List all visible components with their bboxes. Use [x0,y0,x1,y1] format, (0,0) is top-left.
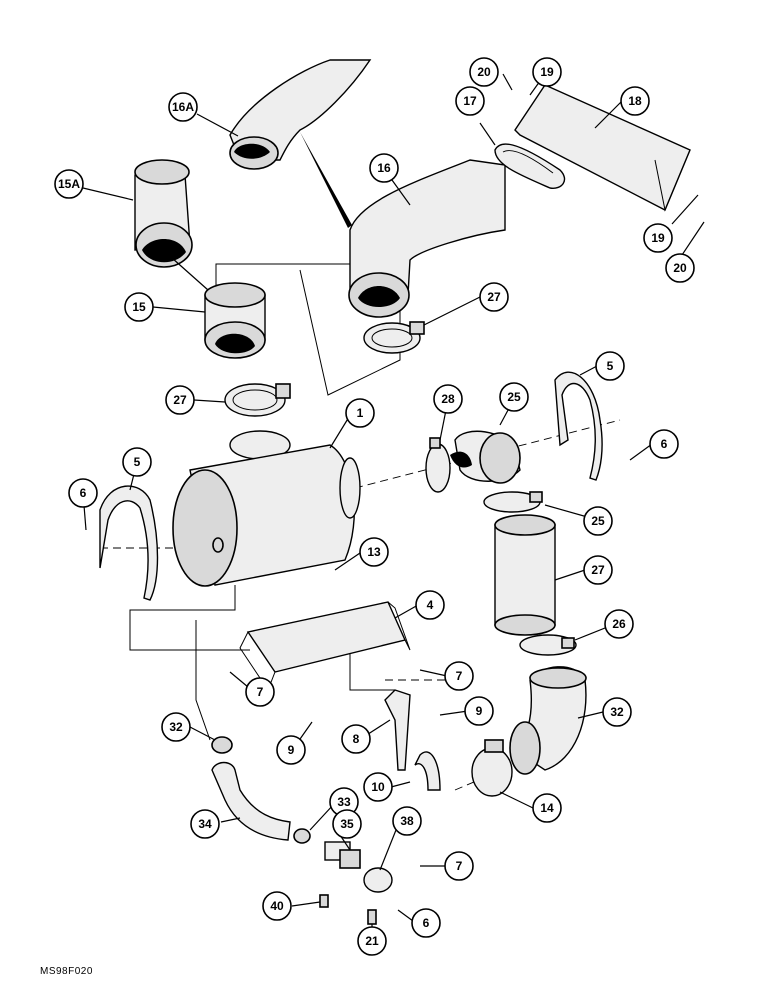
svg-text:27: 27 [173,393,187,407]
callout-20-b: 20 [665,253,695,283]
svg-text:9: 9 [288,743,295,757]
callout-16: 16 [369,153,399,183]
svg-text:7: 7 [456,669,463,683]
svg-text:34: 34 [198,817,212,831]
svg-text:1: 1 [357,406,364,420]
callout-8: 8 [341,724,371,754]
callout-19-a: 19 [532,57,562,87]
part-15-sleeve [204,282,266,359]
svg-text:26: 26 [612,617,626,631]
part-21-elbow [450,430,521,484]
callout-16a: 16A [168,92,198,122]
callout-5-b: 5 [122,447,152,477]
svg-text:25: 25 [591,514,605,528]
svg-text:17: 17 [463,94,477,108]
part-17-seal [494,143,566,189]
callout-32-a: 32 [161,712,191,742]
callout-18: 18 [620,86,650,116]
callout-1: 1 [345,398,375,428]
svg-text:16: 16 [377,161,391,175]
svg-text:6: 6 [661,437,668,451]
svg-text:8: 8 [353,732,360,746]
svg-text:20: 20 [673,261,687,275]
svg-text:4: 4 [427,598,434,612]
callout-27-b: 27 [165,385,195,415]
svg-text:32: 32 [610,705,624,719]
callout-15: 15 [124,292,154,322]
part-14-10-clamps [414,739,513,797]
svg-text:35: 35 [340,817,354,831]
svg-text:15: 15 [132,300,146,314]
callout-9-a: 9 [464,696,494,726]
callout-32-b: 33 [329,787,359,817]
svg-text:20: 20 [477,65,491,79]
callout-17: 17 [455,86,485,116]
callout-9-b: 9 [276,735,306,765]
callout-4: 4 [415,590,445,620]
callout-40: 21 [357,926,387,956]
callout-35: 38 [392,806,422,836]
callout-38: 40 [262,891,292,921]
callout-6-a: 6 [649,429,679,459]
svg-text:19: 19 [540,65,554,79]
callout-13: 13 [359,537,389,567]
svg-text:5: 5 [134,455,141,469]
svg-text:21: 21 [365,934,379,948]
part-16-air-tube [348,159,506,318]
callout-21: 25 [499,382,529,412]
callout-28: 32 [602,697,632,727]
svg-text:7: 7 [456,859,463,873]
svg-text:32: 32 [169,720,183,734]
svg-text:16A: 16A [172,100,194,114]
svg-text:27: 27 [591,563,605,577]
part-25-26-clamps-tube [483,491,577,656]
svg-text:28: 28 [441,392,455,406]
part-16a-air-tube [229,59,372,228]
part-27-clamps [224,321,451,493]
svg-text:27: 27 [487,290,501,304]
svg-text:19: 19 [651,231,665,245]
svg-text:6: 6 [80,486,87,500]
svg-text:18: 18 [628,94,642,108]
callout-20-a: 20 [469,57,499,87]
callout-34: 35 [332,809,362,839]
callout-15a: 15A [54,169,84,199]
callout-14: 14 [532,793,562,823]
svg-text:5: 5 [607,359,614,373]
svg-text:6: 6 [423,916,430,930]
svg-text:13: 13 [367,545,381,559]
part-15a-elbow [134,159,209,291]
callout-7-c: 7 [444,851,474,881]
part-33-34-hose-valve [211,736,393,925]
callout-25-b: 26 [604,609,634,639]
part-1-air-cleaner [172,430,361,587]
part-28-elbow [509,666,587,775]
svg-text:9: 9 [476,704,483,718]
part-4-8-tray-bracket [239,601,411,771]
svg-text:15A: 15A [58,177,80,191]
callout-10: 10 [363,772,393,802]
callout-27-c: 28 [433,384,463,414]
callout-26: 27 [583,555,613,585]
callout-7-b: 7 [245,677,275,707]
svg-text:10: 10 [371,780,385,794]
svg-text:25: 25 [507,390,521,404]
svg-text:7: 7 [257,685,264,699]
callout-6-c: 6 [411,908,441,938]
svg-text:33: 33 [337,795,351,809]
part-5-bands [99,371,603,601]
callout-25-a: 25 [583,506,613,536]
callout-19-b: 19 [643,223,673,253]
callout-27-a: 27 [479,282,509,312]
callout-7-a: 7 [444,661,474,691]
callout-6-b: 6 [68,478,98,508]
part-18-cover-panel [514,84,691,212]
svg-text:38: 38 [400,814,414,828]
callout-33: 34 [190,809,220,839]
svg-text:40: 40 [270,899,284,913]
svg-text:14: 14 [540,801,554,815]
drawing-reference-code: MS98F020 [40,966,93,977]
callout-5-a: 5 [595,351,625,381]
